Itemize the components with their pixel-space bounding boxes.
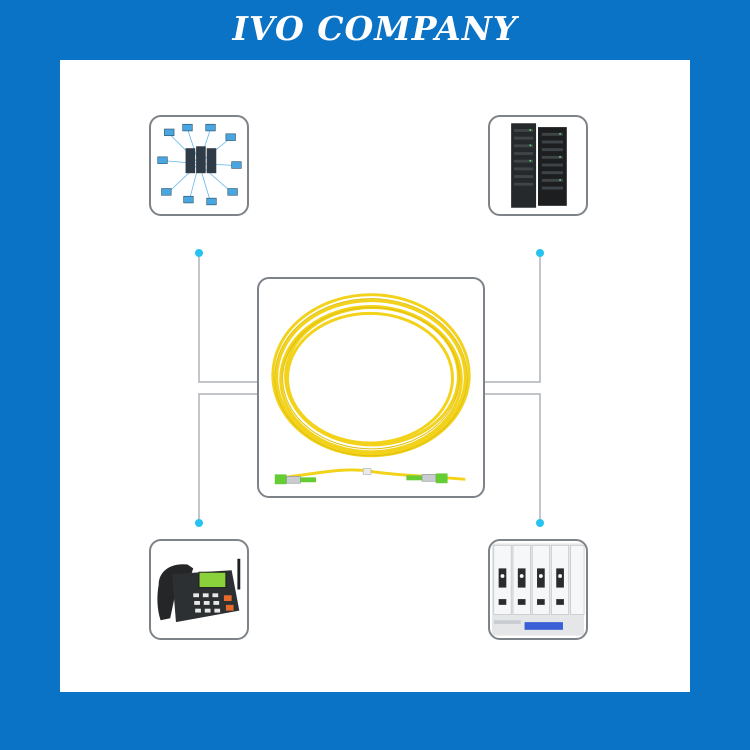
server-card — [488, 115, 588, 216]
desk-telephone-icon — [157, 558, 241, 623]
fiber-patch-cable-icon — [271, 293, 471, 485]
node-dot — [195, 519, 203, 527]
node-dot — [536, 519, 544, 527]
telephone-card — [149, 539, 249, 640]
patch-panel-equipment-icon — [491, 543, 585, 636]
server-rack-icon — [511, 123, 567, 208]
node-dot — [536, 249, 544, 257]
node-dot — [195, 249, 203, 257]
cable-card — [257, 277, 485, 498]
network-card — [149, 115, 249, 216]
equipment-card — [488, 539, 588, 640]
network-diagram-icon — [157, 123, 242, 206]
page-title: IVO COMPANY — [232, 9, 518, 48]
